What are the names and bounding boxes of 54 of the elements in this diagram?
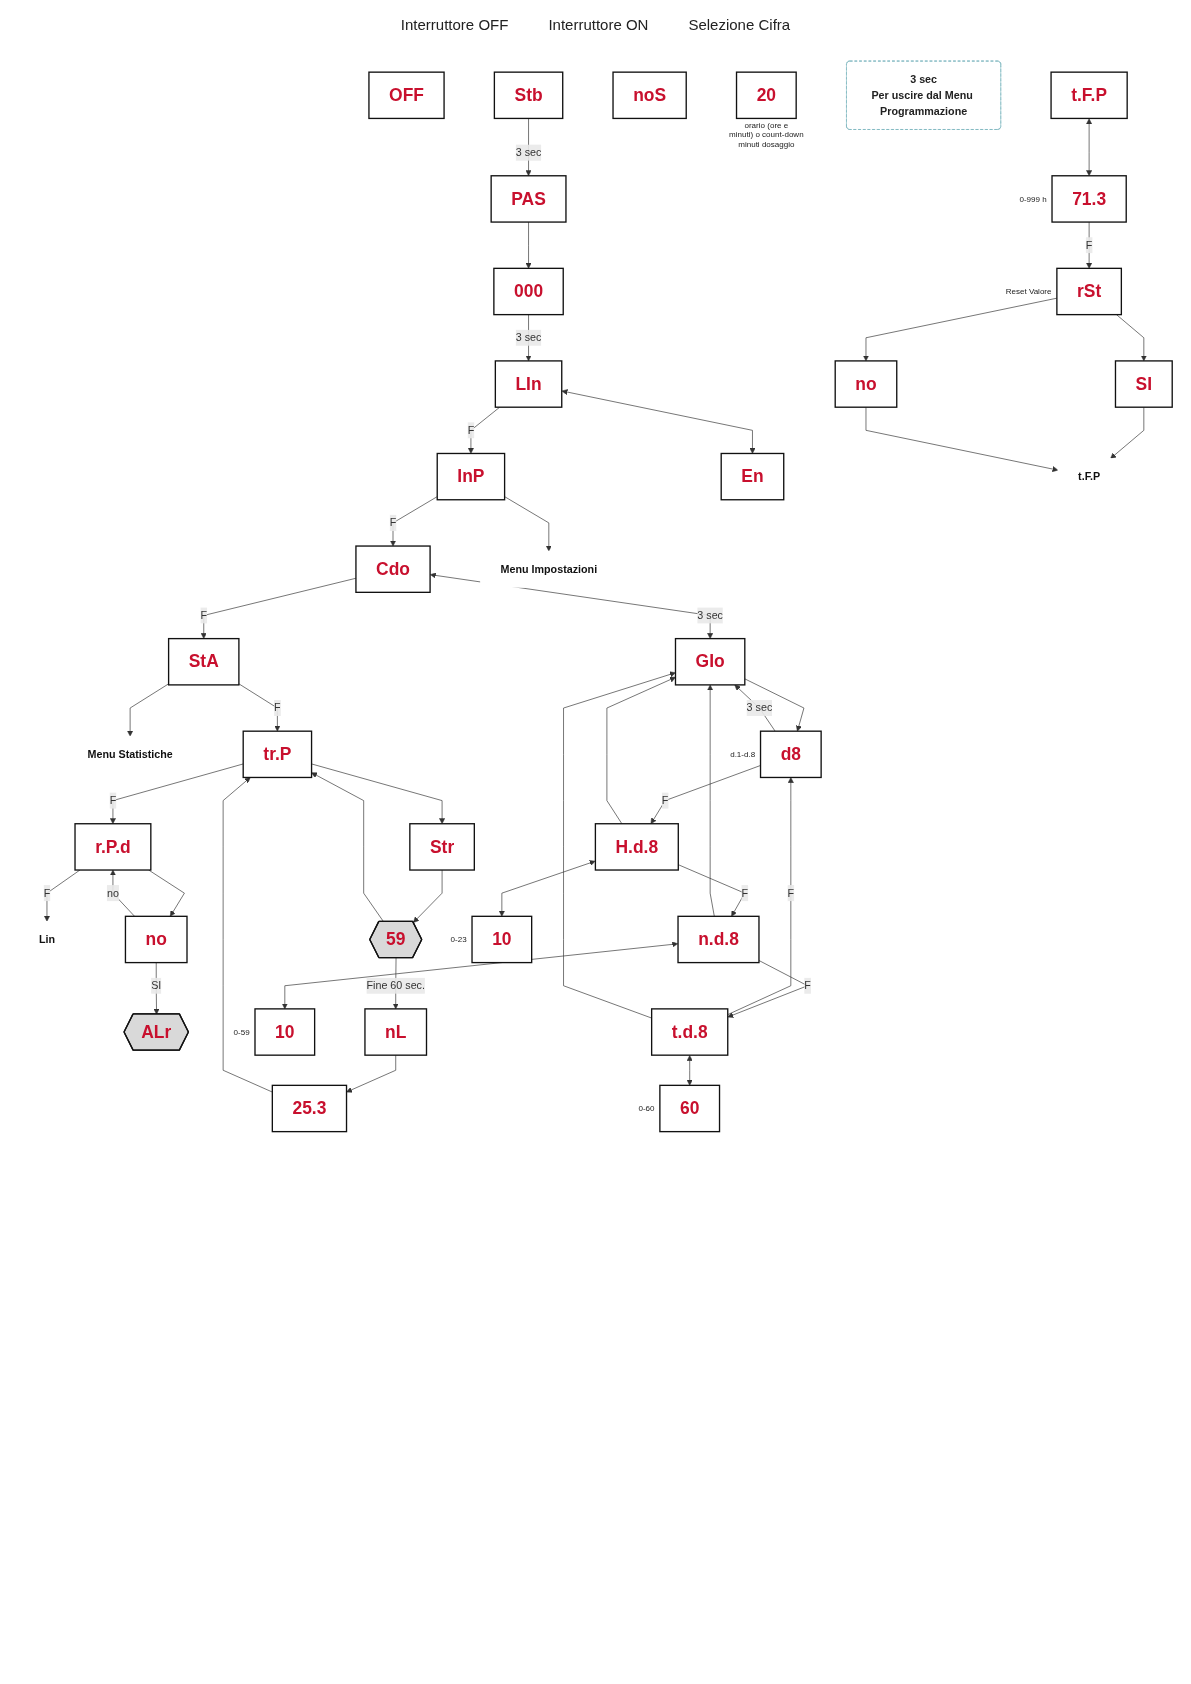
node-box: 71.3 bbox=[1051, 175, 1127, 223]
node-box: 60 bbox=[659, 1084, 721, 1133]
node-box: nL bbox=[364, 1008, 428, 1056]
node-box: PAS bbox=[490, 175, 567, 223]
edge-label: F bbox=[109, 794, 117, 806]
node-box: tr.P bbox=[242, 730, 313, 779]
node-box: InP bbox=[436, 452, 506, 501]
node-box: noS bbox=[612, 71, 687, 120]
node-box: StA bbox=[167, 637, 240, 686]
node-box: rSt bbox=[1056, 267, 1123, 316]
edge-label: F bbox=[467, 424, 475, 436]
node-box: Cdo bbox=[355, 545, 431, 593]
edge-label: 3 sec bbox=[515, 146, 542, 158]
node-box: Stb bbox=[493, 71, 564, 120]
edge-label: F bbox=[787, 887, 795, 899]
edge-label: F bbox=[661, 794, 669, 806]
edge-label: 3 sec bbox=[697, 609, 723, 621]
node-box: 10 bbox=[254, 1008, 316, 1056]
node-box: SI bbox=[1114, 360, 1173, 408]
edge-label: no bbox=[106, 887, 119, 899]
node-box: 000 bbox=[493, 267, 564, 316]
edge-label: F bbox=[804, 979, 811, 992]
edge-label: 3 sec bbox=[515, 331, 542, 344]
edge-label: Fine 60 sec. bbox=[366, 979, 425, 992]
node-box: OFF bbox=[368, 71, 445, 120]
node-box: Str bbox=[409, 823, 475, 871]
node-box: r.P.d bbox=[74, 823, 152, 871]
edge-label: F bbox=[1085, 239, 1093, 251]
node-box: no bbox=[834, 360, 898, 408]
node-box: En bbox=[720, 452, 785, 501]
node-box: d8 bbox=[759, 730, 822, 779]
node-box: 20 bbox=[735, 71, 797, 120]
node-box: t.d.8 bbox=[651, 1008, 729, 1056]
edge-label: F bbox=[274, 702, 281, 714]
note-text: Selezione Cifra bbox=[688, 16, 791, 33]
node-box: 10 bbox=[471, 915, 533, 964]
node-box: LIn bbox=[494, 360, 563, 408]
edge-label: 3 sec bbox=[746, 702, 773, 714]
node-text: Lin bbox=[38, 933, 56, 945]
node-box: t.F.P bbox=[1050, 71, 1128, 120]
node-box: no bbox=[124, 915, 188, 964]
edge-label: F bbox=[389, 516, 397, 529]
node-box: H.d.8 bbox=[594, 823, 679, 871]
edge-label: SI bbox=[151, 979, 162, 992]
node-box: GIo bbox=[674, 637, 746, 686]
edge-label: F bbox=[43, 887, 51, 899]
note-text: Interruttore ON bbox=[548, 16, 649, 33]
node-text: t.F.P bbox=[1078, 470, 1101, 482]
node-box: 25.3 bbox=[271, 1084, 348, 1133]
edge-label: F bbox=[200, 609, 208, 621]
node-box: n.d.8 bbox=[677, 915, 760, 964]
node-text: Menu Statistiche bbox=[87, 748, 173, 760]
note-text: Interruttore OFF bbox=[400, 16, 509, 33]
edge-label: F bbox=[741, 887, 748, 899]
